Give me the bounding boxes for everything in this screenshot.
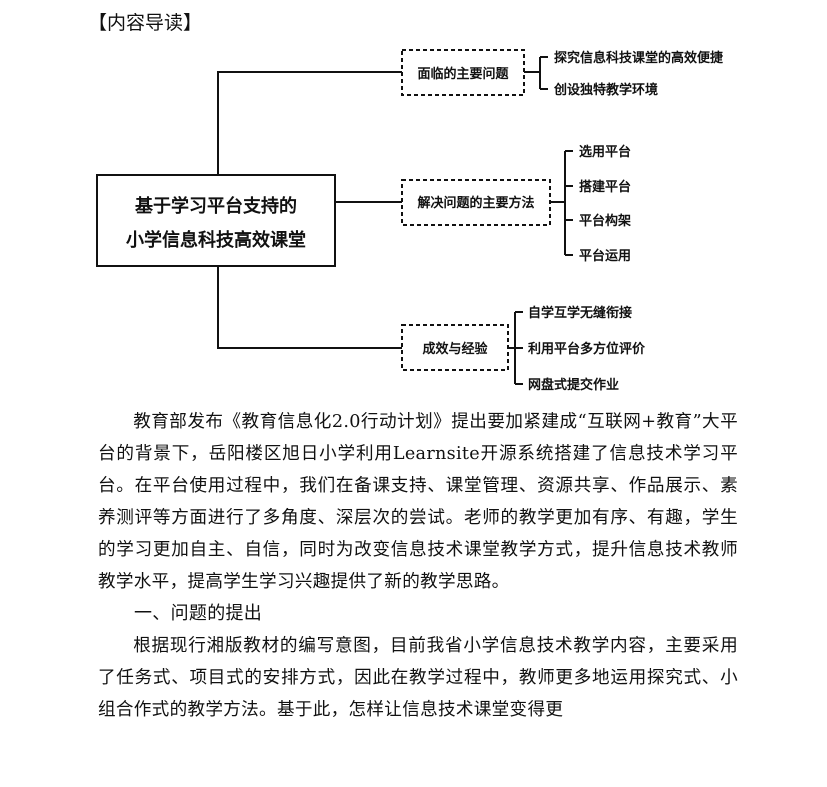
branch-box-methods [401,179,551,226]
branch-label-results: 成效与经验 [422,341,488,357]
connector-branch2-items [550,150,573,256]
mind-map-diagram: 基于学习平台支持的 小学信息科技高效课堂 面临的主要问题 解决问题的主要方法 成… [96,49,724,393]
branch-box-results [401,324,509,371]
connector-branch1-items [524,56,548,90]
leaf-item: 自学互学无缝衔接 [528,305,632,321]
connector-center-branch1 [217,71,402,176]
section-heading: 一、问题的提出 [134,603,263,624]
connector-center-branch3 [217,266,402,349]
branch-label-methods: 解决问题的主要方法 [416,195,534,211]
leaf-item: 创设独特教学环境 [553,82,658,98]
article-body: 教育部发布《教育信息化2.0行动计划》提出要加紧建成“互联网+教育”大平台的背景… [98,406,738,726]
leaf-item: 平台运用 [579,248,631,264]
leaf-item: 探究信息科技课堂的高效便捷 [554,50,724,66]
intro-paragraph: 教育部发布《教育信息化2.0行动计划》提出要加紧建成“互联网+教育”大平台的背景… [98,412,738,592]
connector-branch3-items [508,311,523,385]
leaf-item: 搭建平台 [579,179,631,195]
leaf-item: 利用平台多方位评价 [528,341,646,357]
center-topic-line1: 基于学习平台支持的 [134,195,297,217]
branch-box-problems [401,49,525,96]
center-topic-box [96,174,336,267]
branch-label-problems: 面临的主要问题 [417,66,509,82]
leaf-item: 网盘式提交作业 [528,377,619,393]
center-topic-line2: 小学信息科技高效课堂 [126,229,306,251]
guide-title: 【内容导读】 [88,12,203,34]
leaf-item: 选用平台 [579,144,631,160]
leaf-item: 平台构架 [579,213,631,229]
section-paragraph: 根据现行湘版教材的编写意图，目前我省小学信息技术教学内容，主要采用了任务式、项目… [98,636,738,720]
